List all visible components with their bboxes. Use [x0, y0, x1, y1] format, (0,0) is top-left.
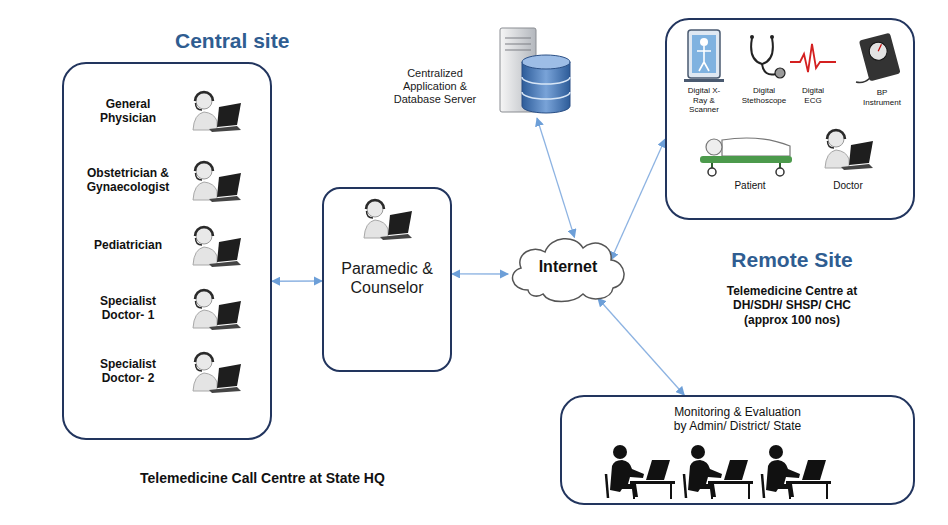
node-text: Internet [503, 257, 633, 276]
label-slot: Specialist Doctor- 2 [82, 357, 174, 386]
part-label: Digital ECG [795, 86, 831, 105]
site-region: Central site [62, 62, 272, 440]
connector-arrow [537, 118, 575, 237]
connector-arrow [272, 280, 322, 282]
part-label: Specialist Doctor- 1 [82, 294, 174, 323]
label-slot: BP Instrument [859, 88, 905, 107]
part-label: BP Instrument [859, 88, 905, 107]
connector-arrow [598, 298, 684, 395]
worker-icon [684, 445, 753, 499]
agent-icons [193, 92, 873, 393]
agent-icon [193, 92, 241, 132]
label-slot: Telemedicine Call Centre at State HQ [140, 470, 460, 487]
label-slot: Digital X-Ray & Scanner [686, 86, 722, 115]
label-slot: Obstetrician & Gynaecologist [82, 166, 174, 195]
agent-icon [193, 290, 241, 330]
label-slot: Specialist Doctor- 1 [82, 294, 174, 323]
node-text: Telemedicine Centre at DH/SDH/ SHSP/ CHC… [717, 284, 867, 327]
cloud-node: Internet [503, 228, 633, 306]
agent-icon [193, 162, 241, 202]
label-slot: Patient [725, 180, 775, 192]
text-slot: Remote Site [717, 247, 867, 272]
text-slot: Centralized Application & Database Serve… [385, 67, 485, 107]
node-text: Remote Site [717, 247, 867, 272]
ecg-icon [790, 44, 836, 72]
text-slot: Telemedicine Centre at DH/SDH/ SHSP/ CHC… [717, 284, 867, 327]
node-text: Central site [175, 28, 345, 53]
patient-stretcher-icon [700, 138, 792, 176]
label-slot: Digital Stethoscope [738, 86, 790, 105]
part-label: Obstetrician & Gynaecologist [82, 166, 174, 195]
worker-icon [606, 445, 675, 499]
doctor-icon [825, 130, 873, 170]
label-slot: Pediatrician [82, 238, 174, 252]
agent-icon [364, 200, 412, 240]
part-label: Specialist Doctor- 2 [82, 357, 174, 386]
monitoring-box: Monitoring & Evaluation by Admin/ Distri… [560, 395, 915, 505]
agent-icon [193, 227, 241, 267]
label-slot: Digital ECG [795, 86, 831, 105]
part-label: Doctor [823, 180, 873, 192]
bp-instrument-icon [856, 33, 901, 83]
node-text: Centralized Application & Database Serve… [385, 67, 485, 107]
agent-icon [193, 353, 241, 393]
text-slot: Monitoring & Evaluation by Admin/ Distri… [670, 405, 805, 434]
part-label: Digital Stethoscope [738, 86, 790, 105]
stethoscope-icon [750, 35, 785, 78]
text-slot: Paramedic & Counselor [332, 259, 442, 297]
worker-icon [762, 445, 831, 499]
node-text: Monitoring & Evaluation by Admin/ Distri… [670, 405, 805, 434]
label-slot: Doctor [823, 180, 873, 192]
part-label: General Physician [82, 97, 174, 126]
part-label: Patient [725, 180, 775, 192]
label-slot: General Physician [82, 97, 174, 126]
node-text: Paramedic & Counselor [332, 259, 442, 297]
worker-icons [606, 445, 831, 499]
text-slot: Central site [175, 28, 345, 53]
part-label: Pediatrician [82, 238, 174, 252]
server-node: Centralized Application & Database Serve… [385, 25, 575, 118]
connector-arrow [452, 273, 508, 274]
process-box: Paramedic & Counselor [322, 187, 452, 372]
xray-scanner-icon [684, 30, 724, 82]
site-region: Remote SiteTelemedicine Centre at DH/SDH… [665, 18, 915, 220]
part-label: Digital X-Ray & Scanner [686, 86, 722, 115]
connector-arrow [611, 139, 665, 260]
part-label: Telemedicine Call Centre at State HQ [140, 470, 460, 487]
server-icon [500, 28, 570, 113]
text-slot: Internet [503, 257, 633, 276]
